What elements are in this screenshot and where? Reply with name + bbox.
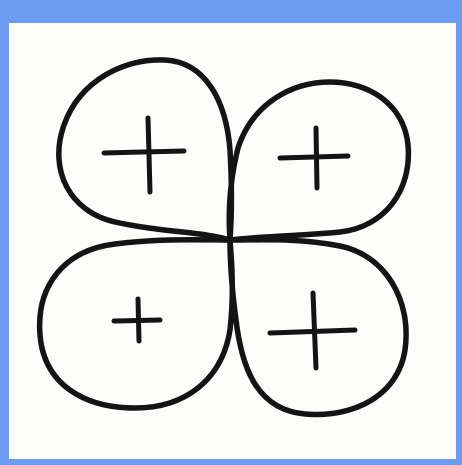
lobe-bottom-left [40,240,233,408]
lobe-bottom-right [230,240,406,415]
plus-sign-bottom-left [114,299,160,341]
plus-sign-top-left [104,118,184,192]
plus-sign-top-right [280,128,348,188]
plus-sign-bottom-right [270,293,355,368]
